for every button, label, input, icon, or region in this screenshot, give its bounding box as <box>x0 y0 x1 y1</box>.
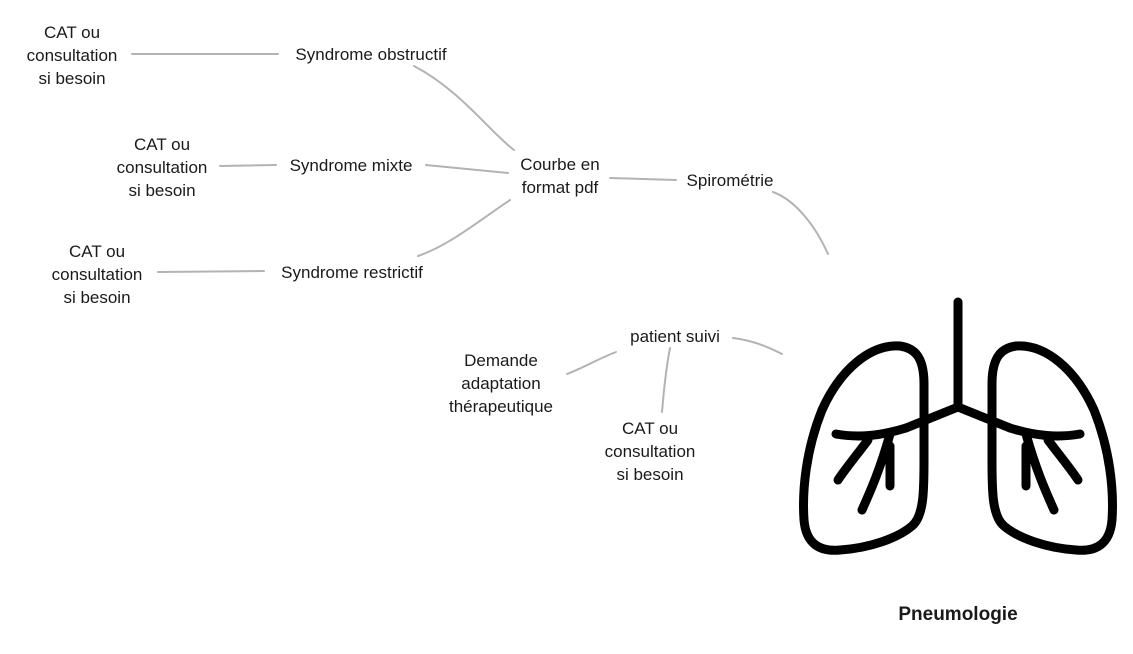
node-syndrome-restrictif: Syndrome restrictif <box>281 263 423 282</box>
edge-mixte-cat <box>219 164 277 167</box>
node-cat-patient: CAT ou consultation si besoin <box>604 419 696 484</box>
node-demande-adaptation: Demande adaptation thérapeutique <box>449 351 553 416</box>
node-syndrome-mixte: Syndrome mixte <box>289 156 413 175</box>
node-courbe-pdf: Courbe en format pdf <box>520 155 600 197</box>
edge-courbe-mixte <box>425 164 509 174</box>
edge-courbe-obstructif <box>413 65 515 151</box>
node-spirometrie: Spirométrie <box>686 171 774 190</box>
node-cat-restrictif: CAT ou consultation si besoin <box>51 242 143 307</box>
node-syndrome-obstructif: Syndrome obstructif <box>295 45 447 64</box>
edge-patient-demande <box>566 351 617 375</box>
edge-patient-cat <box>661 347 671 413</box>
edge-root-spirometrie <box>772 191 829 255</box>
node-cat-obstructif: CAT ou consultation si besoin <box>26 23 118 88</box>
edge-root-patient <box>732 337 783 355</box>
root-label: Pneumologie <box>898 604 1018 625</box>
edge-restrictif-cat <box>157 270 265 273</box>
edge-spirometrie-courbe <box>609 177 677 181</box>
node-patient-suivi: patient suivi <box>630 327 720 346</box>
edge-courbe-restrictif <box>417 199 511 257</box>
node-cat-mixte: CAT ou consultation si besoin <box>116 135 208 200</box>
